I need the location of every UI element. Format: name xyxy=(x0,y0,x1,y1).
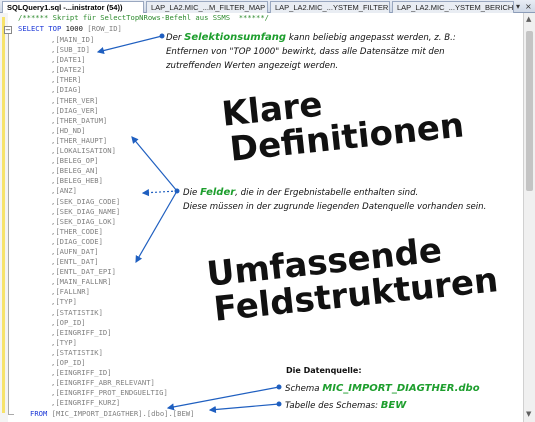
selektion-note-line2: Entfernen von "TOP 1000" bewirkt, dass a… xyxy=(166,47,445,57)
vertical-scrollbar[interactable]: ▲ ▼ xyxy=(523,13,535,422)
field-line: ,[OP_ID] xyxy=(51,358,86,367)
field-line: ,[DIAG] xyxy=(51,85,82,95)
from-keyword: FROM xyxy=(30,409,48,418)
tab-filter-map[interactable]: LAP_LA2.MIC_...M_FILTER_MAP xyxy=(146,1,268,13)
field-line: ,[TYP] xyxy=(51,297,77,307)
code-comment: /****** Skript für SelectTopNRows-Befehl… xyxy=(18,13,269,22)
select-keyword: SELECT xyxy=(18,24,44,33)
top-keyword: TOP xyxy=(48,24,62,33)
field-line: ,[THER_VER] xyxy=(51,95,99,105)
selektion-note-line1: Der Selektionsumfang kann beliebig angep… xyxy=(166,32,456,43)
field-line: ,[EINGRIFF_KURZ] xyxy=(51,398,121,408)
field-line: ,[ENTL_DAT_EPI] xyxy=(51,267,116,277)
select-line: SELECT TOP 1000 [ROW_ID] xyxy=(18,24,122,34)
field-line: ,[THER_DATUM] xyxy=(51,115,108,125)
tab-dropdown-icon[interactable]: ▾ xyxy=(516,2,521,11)
field-line: ,[ANZ] xyxy=(51,186,77,196)
top-value: 1000 xyxy=(65,24,83,33)
fold-line xyxy=(8,34,9,415)
field-line: ,[EINGRIFF_PROT_ENDGUELTIG] xyxy=(51,388,168,398)
scroll-up-icon[interactable]: ▲ xyxy=(526,15,532,23)
selektion-note-line3: zutreffenden Werten angezeigt werden. xyxy=(166,61,339,71)
scroll-down-icon[interactable]: ▼ xyxy=(526,410,532,418)
field-line: ,[THER_CODE] xyxy=(51,226,103,236)
selektion-highlight: Selektionsumfang xyxy=(184,32,287,43)
close-icon[interactable]: × xyxy=(525,2,532,11)
field-line: ,[DATE1] xyxy=(51,55,86,65)
tabelle-note: Tabelle des Schemas: BEW xyxy=(285,400,407,411)
field-line: ,[DIAG_CODE] xyxy=(51,236,103,246)
scroll-thumb[interactable] xyxy=(526,31,533,191)
field-line: ,[AUFN_DAT] xyxy=(51,246,99,256)
field-line: ,[LOKALISATION] xyxy=(51,146,116,156)
tab-label: SQLQuery1.sql -...inistrator (54)) xyxy=(7,3,123,12)
tab-system-filter[interactable]: LAP_LA2.MIC_...YSTEM_FILTER xyxy=(270,1,390,13)
field-line: ,[STATISTIK] xyxy=(51,347,103,357)
field-line: ,[OP_ID] xyxy=(51,317,86,327)
schema-note: Schema MIC_IMPORT_DIAGTHER.dbo xyxy=(285,383,480,394)
field-line: ,[HD_ND] xyxy=(51,125,86,135)
field-line: ,[BELEG_HEB] xyxy=(51,176,103,186)
document-tab-strip: SQLQuery1.sql -...inistrator (54)) LAP_L… xyxy=(0,0,535,14)
from-line: FROM [MIC_IMPORT_DIAGTHER].[dbo].[BEW] xyxy=(30,409,194,419)
field-line: ,[EINGRIFF_ABR_RELEVANT] xyxy=(51,378,155,388)
felder-highlight: Felder xyxy=(200,187,236,198)
field-list: ,[MAIN_ID],[SUB_ID],[DATE1],[DATE2],[THE… xyxy=(51,35,168,408)
tab-sqlquery1[interactable]: SQLQuery1.sql -...inistrator (54)) xyxy=(2,1,144,14)
from-table: [MIC_IMPORT_DIAGTHER].[dbo].[BEW] xyxy=(51,409,195,418)
schema-value: MIC_IMPORT_DIAGTHER.dbo xyxy=(322,383,480,394)
field-line: ,[EINGRIFF_ID] xyxy=(51,368,112,378)
field-line: ,[ENTL_DAT] xyxy=(51,257,99,267)
field-line: ,[MAIN_ID] xyxy=(51,35,95,44)
field-line: ,[SUB_ID] xyxy=(51,45,90,55)
tab-label: LAP_LA2.MIC_...YSTEM_BERICHT xyxy=(397,3,514,12)
tabelle-value: BEW xyxy=(380,400,407,411)
felder-note-line2: Diese müssen in der zugrunde liegenden D… xyxy=(183,202,487,212)
change-marker xyxy=(2,17,5,413)
felder-note-line1: Die Felder, die in der Ergebnistabelle e… xyxy=(183,187,419,198)
fold-line-end xyxy=(8,414,14,415)
collapse-icon[interactable]: − xyxy=(4,26,12,34)
field-line: ,[STATISTIK] xyxy=(51,307,103,317)
field-line: ,[SEK_DIAG_NAME] xyxy=(51,206,121,216)
sql-editor[interactable]: − /****** Skript für SelectTopNRows-Befe… xyxy=(0,13,523,422)
field-line: ,[BELEG_OP] xyxy=(51,156,99,166)
field-line: ,[DATE2] xyxy=(51,65,86,75)
field-line: ,[THER] xyxy=(51,75,82,85)
field-line: ,[SEK_DIAG_LOK] xyxy=(51,216,116,226)
tab-system-bericht[interactable]: LAP_LA2.MIC_...YSTEM_BERICHT xyxy=(392,1,514,13)
tab-label: LAP_LA2.MIC_...YSTEM_FILTER xyxy=(275,3,389,12)
field-line: ,[DIAG_VER] xyxy=(51,105,99,115)
tab-label: LAP_LA2.MIC_...M_FILTER_MAP xyxy=(151,3,266,12)
field-row-id: [ROW_ID] xyxy=(87,24,122,33)
field-line: ,[MAIN_FALLNR] xyxy=(51,277,112,287)
field-line: ,[SEK_DIAG_CODE] xyxy=(51,196,121,206)
datenquelle-title: Die Datenquelle: xyxy=(286,366,362,375)
field-line: ,[FALLNR] xyxy=(51,287,90,297)
field-line: ,[THER_HAUPT] xyxy=(51,135,108,145)
field-line: ,[BELEG_AN] xyxy=(51,166,99,176)
field-line: ,[EINGRIFF_ID] xyxy=(51,327,112,337)
field-line: ,[TYP] xyxy=(51,337,77,347)
